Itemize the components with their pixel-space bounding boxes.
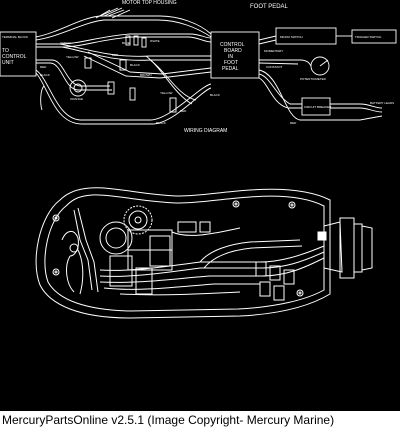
micro-switch-label: MICRO SWITCH xyxy=(280,35,303,39)
left-color-black: BLACK xyxy=(40,73,50,77)
image-caption: MercuryPartsOnline v2.5.1 (Image Copyrig… xyxy=(0,411,400,429)
wire-label-7: BROWN xyxy=(140,73,152,77)
wire-label-6: ORANGE xyxy=(70,97,83,101)
wire-label-5: BLACK xyxy=(130,63,140,67)
small-label-1: MOMENTARY xyxy=(264,49,283,53)
left-box-label: TERMINAL BLOCK xyxy=(2,35,28,39)
motor-top-housing-label: MOTOR TOP HOUSING xyxy=(122,0,177,6)
wire-label-8: YELLOW xyxy=(160,91,173,95)
control-box-line4: FOOT xyxy=(224,60,238,66)
diagram-image: MOTOR TOP HOUSING FOOT PEDAL WIRING DIAG… xyxy=(0,0,400,411)
wiring-diagram xyxy=(0,7,397,125)
trigger-switch-box xyxy=(351,29,397,44)
left-label-3: UNIT xyxy=(2,60,14,66)
small-label-2: POTENTIOMETER xyxy=(300,77,327,81)
motor-housing-cutaway xyxy=(35,187,373,319)
left-color-red: RED xyxy=(40,65,47,69)
bottom-label-2: RED xyxy=(180,109,187,113)
left-label-1: TO xyxy=(2,48,9,54)
bottom-label-0: BLACK xyxy=(156,121,166,125)
control-board-box xyxy=(210,31,260,79)
wire-label-0: GREEN xyxy=(60,41,71,45)
small-label-3: CONSTANT xyxy=(266,65,282,69)
left-label-2: CONTROL xyxy=(2,54,27,60)
bottom-label-3: RED xyxy=(290,121,297,125)
wiring-labels: MOTOR TOP HOUSING FOOT PEDAL WIRING DIAG… xyxy=(2,0,394,134)
circuit-breaker-box xyxy=(301,97,331,116)
drive-gear xyxy=(123,205,153,235)
control-box-line2: BOARD xyxy=(224,48,242,54)
left-terminal-box xyxy=(0,31,37,77)
wire-label-4: RED xyxy=(112,53,119,57)
bottom-label-1: BLACK xyxy=(210,93,220,97)
wire-label-1: YELLOW xyxy=(66,55,79,59)
battery-leads-label: BATTERY LEADS xyxy=(370,101,394,105)
potentiometer-body xyxy=(99,221,133,255)
wire-label-2: BLUE xyxy=(122,41,130,45)
trigger-switch-label: TRIGGER SWITCH xyxy=(355,35,381,39)
wire-label-3: WHITE xyxy=(150,39,160,43)
circuit-breaker-label: CIRCUIT BREAKER xyxy=(304,105,332,109)
control-box-line5: PEDAL xyxy=(222,66,239,72)
foot-pedal-label: FOOT PEDAL xyxy=(250,4,289,10)
housing-outer-shell xyxy=(35,187,331,319)
control-box-line1: CONTROL xyxy=(220,42,245,48)
wiring-diagram-title: WIRING DIAGRAM xyxy=(184,128,227,134)
control-box-line3: IN xyxy=(228,54,233,60)
